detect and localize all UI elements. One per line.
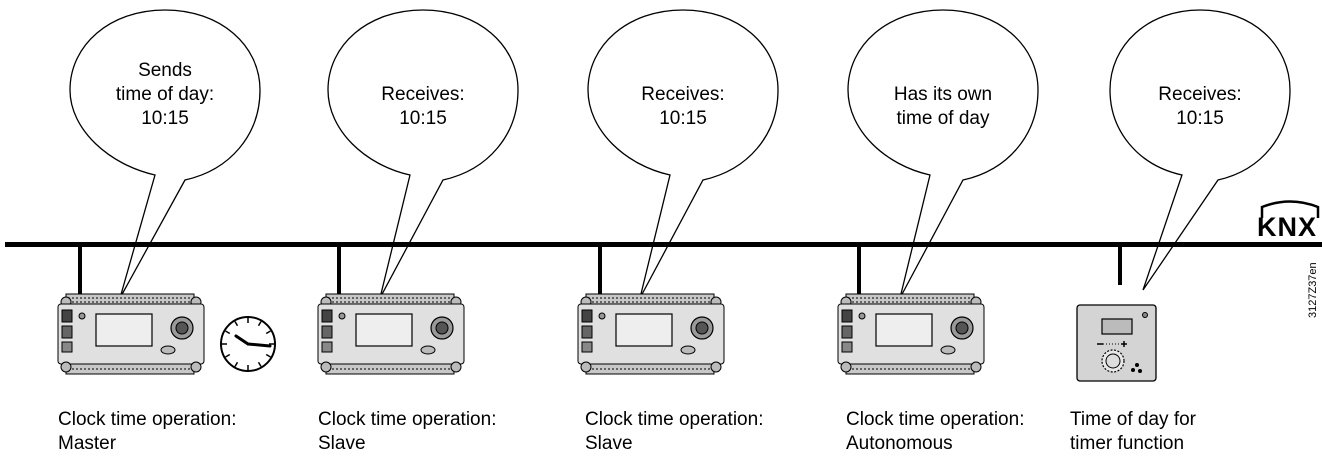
caption-line: Clock time operation: xyxy=(318,409,496,430)
caption-line: Clock time operation: xyxy=(585,409,763,430)
clock-icon xyxy=(220,316,276,372)
caption-line: Clock time operation: xyxy=(58,409,236,430)
caption-line: Slave xyxy=(318,433,366,454)
caption-line: timer function xyxy=(1070,433,1184,454)
controller-master xyxy=(57,293,205,375)
knx-logo-text: KNX xyxy=(1257,212,1317,242)
bubble-text-line: time of day xyxy=(897,108,990,129)
bubble-room-unit: Receives: 10:15 xyxy=(1109,9,1291,291)
controller-slave-1 xyxy=(317,293,465,375)
caption-slave-1: Clock time operation: Slave xyxy=(318,409,496,454)
knx-bus-line xyxy=(5,242,1322,247)
bubble-text-line: Has its own xyxy=(894,84,992,105)
caption-line: Clock time operation: xyxy=(846,409,1024,430)
bubble-text-line: 10:15 xyxy=(659,108,707,129)
bus-drop-line xyxy=(337,245,341,295)
room-unit xyxy=(1076,304,1157,382)
bus-drop-line xyxy=(78,245,82,295)
bus-drop-line xyxy=(598,245,602,295)
controller-slave-2 xyxy=(577,293,725,375)
bubble-master: Sends time of day: 10:15 xyxy=(69,9,261,299)
controller-autonomous xyxy=(837,293,985,375)
bubble-text-line: time of day: xyxy=(116,84,214,105)
caption-line: Slave xyxy=(585,433,633,454)
bubble-text-line: 10:15 xyxy=(399,108,447,129)
bubble-text-line: Sends xyxy=(138,60,192,81)
bubble-text-line: Receives: xyxy=(381,84,464,105)
bus-drop-line xyxy=(857,245,861,295)
bubble-autonomous: Has its own time of day xyxy=(847,9,1039,299)
knx-logo: KNX xyxy=(1257,200,1320,242)
caption-autonomous: Clock time operation: Autonomous xyxy=(846,409,1024,454)
caption-line: Autonomous xyxy=(846,433,953,454)
caption-slave-2: Clock time operation: Slave xyxy=(585,409,763,454)
caption-line: Master xyxy=(58,433,117,454)
bubble-text-line: Receives: xyxy=(641,84,724,105)
bubble-text-line: 10:15 xyxy=(141,108,189,129)
bubble-slave-1: Receives: 10:15 xyxy=(327,9,519,299)
caption-room-unit: Time of day for timer function xyxy=(1070,409,1197,454)
bubble-text-line: Receives: xyxy=(1158,84,1241,105)
bus-drop-line xyxy=(1118,245,1122,285)
bubble-slave-2: Receives: 10:15 xyxy=(587,9,779,299)
bubble-text-line: 10:15 xyxy=(1176,108,1224,129)
reference-code: 3127Z37en xyxy=(1307,262,1319,318)
caption-line: Time of day for xyxy=(1070,409,1197,430)
caption-master: Clock time operation: Master xyxy=(58,409,236,454)
